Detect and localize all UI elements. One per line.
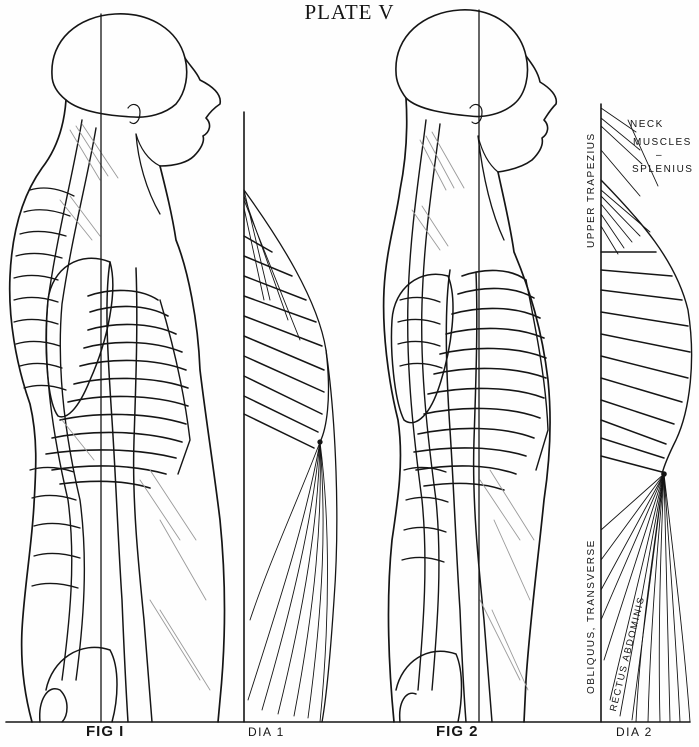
fig2-ear: [470, 105, 482, 124]
fig2-throat: [478, 136, 504, 240]
fig1-throat: [136, 134, 160, 214]
fig1-spine: [46, 120, 96, 680]
fig2-arm: [446, 270, 492, 722]
dia2-diagram: [601, 104, 692, 722]
fig1-back-outline: [10, 100, 66, 722]
caption-fig2: FIG 2: [436, 723, 479, 741]
label-upper-trapezius: UPPER TRAPEZIUS: [586, 132, 598, 248]
dia1-ladder: [244, 236, 324, 448]
fig2-skull: [396, 10, 528, 117]
dia2-trapezius-fan: [601, 190, 650, 254]
fig1-front-outline: [160, 166, 225, 722]
dia2-obliquus-lines: [601, 474, 664, 720]
fig1-ear: [128, 105, 140, 124]
fig1-scapula: [46, 258, 113, 417]
fig2-spine: [408, 120, 440, 690]
dia1-upper-fan: [244, 190, 300, 340]
dia1-lower-fan: [248, 440, 328, 722]
dia1-diagram: [244, 112, 337, 722]
label-dash: –: [656, 150, 663, 162]
fig2-back-outline: [384, 98, 407, 722]
fig2-ribcage: [414, 270, 546, 490]
fig1-skull: [52, 14, 187, 117]
fig2-pelvis: [396, 651, 462, 722]
fig1-arm: [107, 262, 152, 722]
fig2-figure: [384, 10, 557, 722]
fig1-ribcage: [46, 290, 188, 488]
caption-dia1: DIA 1: [248, 723, 285, 741]
caption-dia2: DIA 2: [616, 723, 653, 741]
label-obliquus-transverse: OBLIQUUS, TRANSVERSE: [586, 539, 598, 694]
fig1-figure: [10, 14, 225, 722]
label-splenius: SPLENIUS: [632, 164, 693, 176]
caption-fig1: FIG I: [86, 723, 124, 741]
label-muscles: MUSCLES: [633, 137, 692, 149]
label-neck: NECK: [630, 119, 664, 131]
fig1-face: [160, 58, 220, 166]
dia2-bulge-curve: [601, 180, 692, 474]
